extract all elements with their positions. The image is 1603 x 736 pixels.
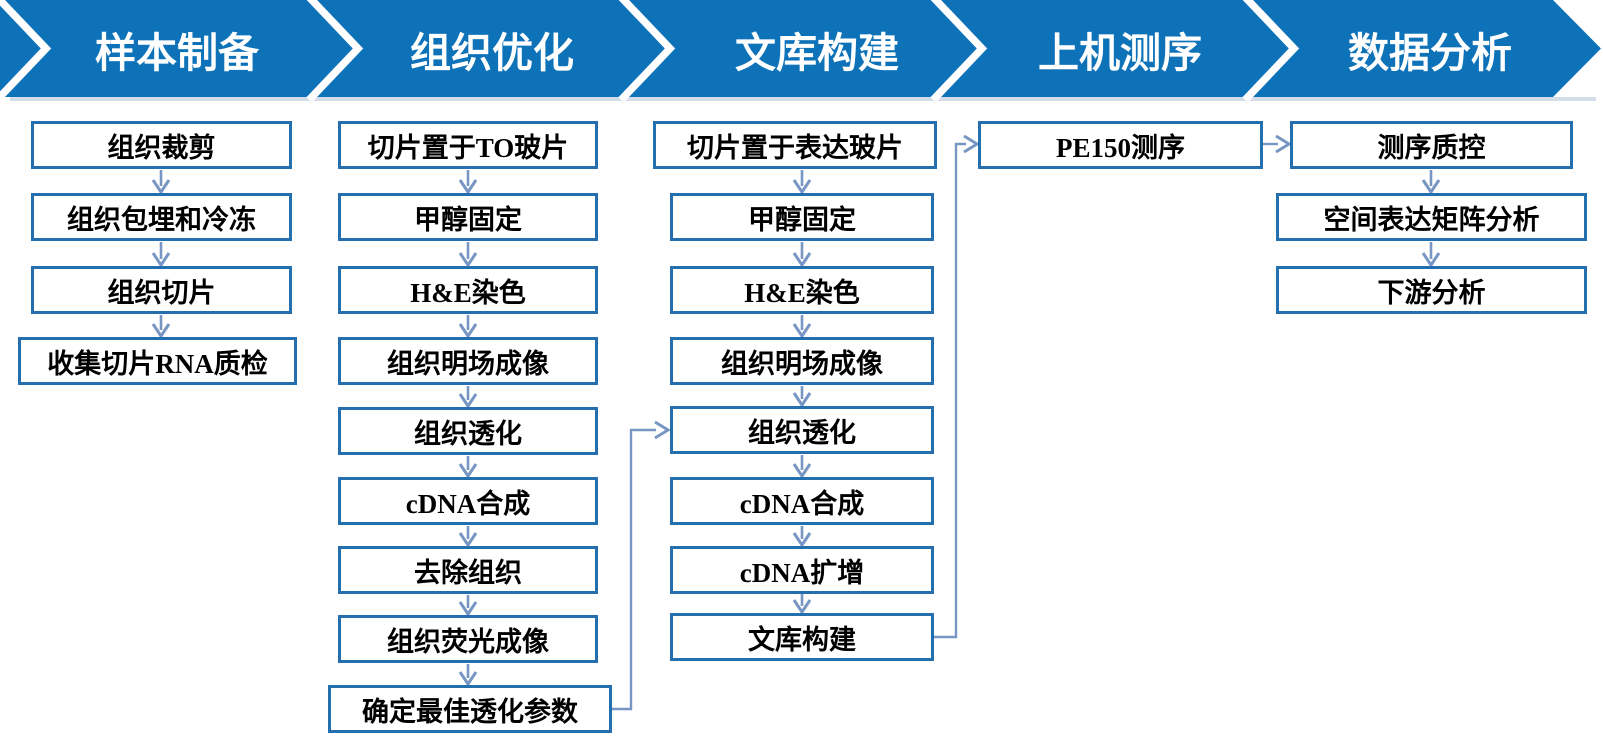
step-he-stain-to: H&E染色 bbox=[338, 266, 598, 314]
stage-title-tissue-optimize: 组织优化 bbox=[410, 29, 574, 76]
step-rna-qc: 收集切片RNA质检 bbox=[18, 337, 297, 385]
step-cdna-synthesis-lib: cDNA合成 bbox=[670, 477, 934, 525]
step-brightfield-to: 组织明场成像 bbox=[338, 337, 598, 385]
step-tissue-trim: 组织裁剪 bbox=[31, 121, 292, 169]
step-library-build: 文库构建 bbox=[670, 613, 934, 661]
step-methanol-fix-to: 甲醇固定 bbox=[338, 193, 598, 241]
step-fluorescence-imaging: 组织荧光成像 bbox=[338, 615, 598, 663]
step-methanol-fix-lib: 甲醇固定 bbox=[670, 193, 934, 241]
step-cdna-amplify: cDNA扩增 bbox=[670, 546, 934, 594]
step-remove-tissue: 去除组织 bbox=[338, 546, 598, 594]
step-cdna-synthesis-to: cDNA合成 bbox=[338, 477, 598, 525]
step-sequencing-qc: 测序质控 bbox=[1290, 121, 1573, 169]
chevron-separators bbox=[0, 0, 1300, 103]
stage-title-library-build: 文库构建 bbox=[735, 29, 899, 76]
stage-title-data-analysis: 数据分析 bbox=[1348, 29, 1512, 76]
step-to-slide: 切片置于TO玻片 bbox=[338, 121, 598, 169]
step-spatial-matrix-analysis: 空间表达矩阵分析 bbox=[1276, 193, 1587, 241]
chevron-band-shape bbox=[0, 0, 1601, 97]
stage-title-sample-prep: 样本制备 bbox=[95, 29, 259, 76]
band-shadow bbox=[10, 97, 1596, 101]
step-he-stain-lib: H&E染色 bbox=[670, 266, 934, 314]
step-downstream-analysis: 下游分析 bbox=[1276, 266, 1587, 314]
stage-title-sequencing: 上机测序 bbox=[1038, 29, 1202, 76]
step-pe150-sequencing: PE150测序 bbox=[978, 121, 1263, 169]
step-embed-freeze: 组织包埋和冷冻 bbox=[31, 193, 292, 241]
step-best-permeabilization-params: 确定最佳透化参数 bbox=[328, 685, 612, 733]
step-permeabilize-lib: 组织透化 bbox=[670, 406, 934, 454]
stage-chevron-band bbox=[0, 0, 1601, 103]
step-brightfield-lib: 组织明场成像 bbox=[670, 337, 934, 385]
step-tissue-section: 组织切片 bbox=[31, 266, 292, 314]
step-expression-slide: 切片置于表达玻片 bbox=[653, 121, 937, 169]
step-permeabilize-to: 组织透化 bbox=[338, 407, 598, 455]
